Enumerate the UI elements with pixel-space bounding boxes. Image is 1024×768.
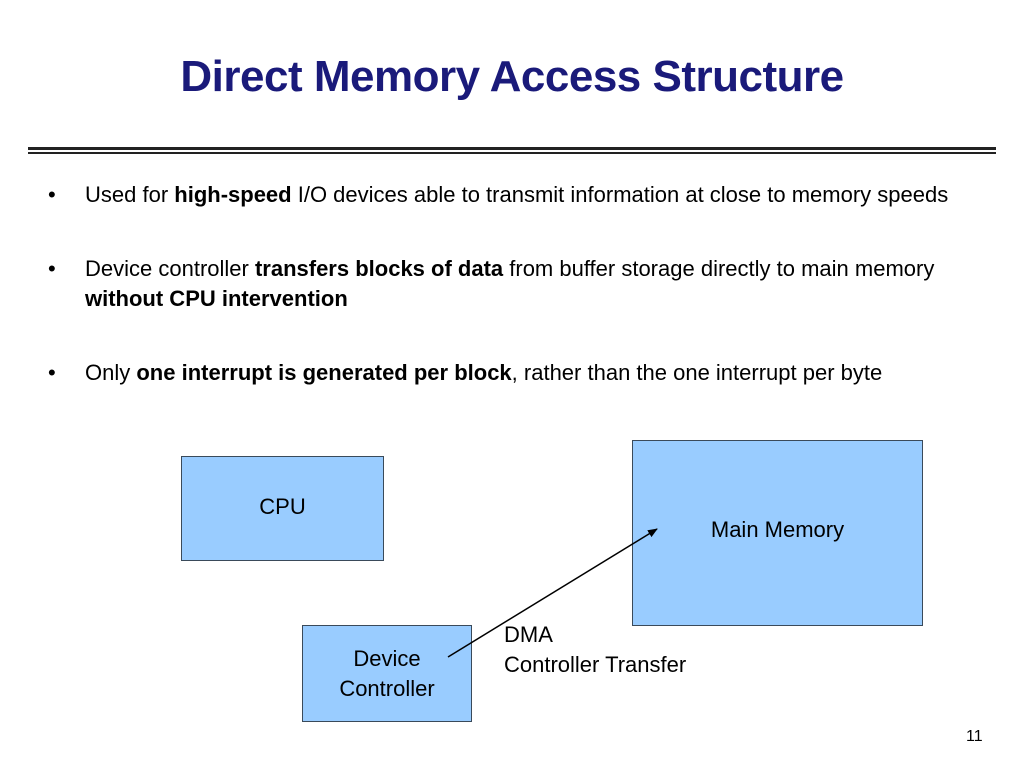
slide-title: Direct Memory Access Structure (180, 52, 844, 101)
main-memory-box: Main Memory (632, 440, 923, 626)
main-memory-label: Main Memory (710, 517, 845, 542)
device-controller-box: Device Controller (302, 625, 472, 722)
dma-transfer-label: DMA Controller Transfer (504, 620, 686, 680)
bullet-emphasis: transfers blocks of data (254, 255, 504, 281)
bullet-text: Only (85, 359, 137, 385)
bullet-emphasis: one interrupt is generated per block (136, 359, 512, 385)
dma-label-line1: DMA (504, 622, 553, 647)
bullet-text: I/O devices able to transmit information… (291, 182, 949, 207)
bullet-emphasis: high-speed (174, 182, 292, 207)
page-number: 11 (966, 728, 983, 745)
dma-label-line2: Controller Transfer (504, 652, 687, 677)
bullet-dot-icon: • (48, 255, 56, 281)
bullet-list: • Used for high-speed I/O devices able t… (48, 180, 988, 431)
bullet-text: from buffer storage directly to main mem… (503, 255, 935, 281)
bullet-dot-icon: • (48, 182, 56, 207)
bullet-text: Device controller (85, 255, 255, 281)
bullet-item: • Used for high-speed I/O devices able t… (48, 180, 988, 211)
device-controller-label-line1: Device (353, 645, 421, 671)
bullet-item: • Device controller transfers blocks of … (48, 254, 988, 315)
cpu-label: CPU (259, 493, 306, 519)
bullet-text: , rather than the one interrupt per byte (511, 359, 883, 385)
device-controller-label-line2: Controller (339, 675, 435, 701)
title-divider-bottom (28, 152, 996, 154)
bullet-emphasis: without CPU intervention (85, 286, 348, 311)
bullet-item: • Only one interrupt is generated per bl… (48, 358, 988, 389)
title-divider-top (28, 147, 996, 150)
bullet-dot-icon: • (48, 359, 56, 385)
cpu-box: CPU (181, 456, 384, 561)
bullet-text: Used for (85, 182, 175, 207)
